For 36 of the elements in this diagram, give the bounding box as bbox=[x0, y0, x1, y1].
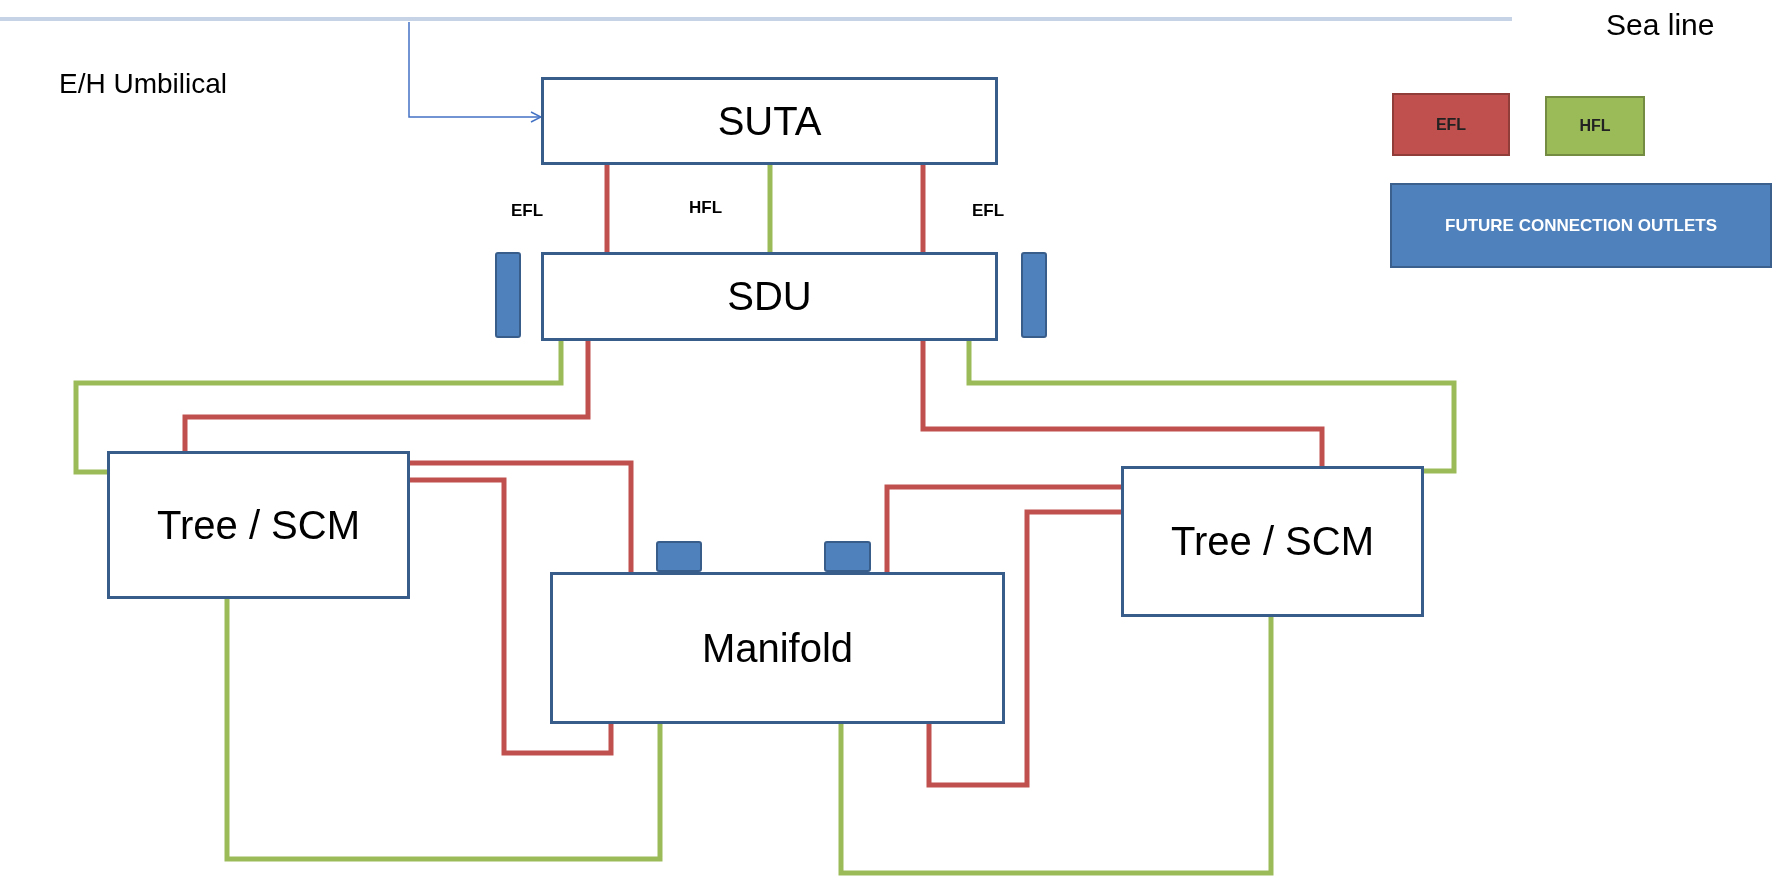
flying-lead bbox=[73, 341, 564, 475]
flying-lead bbox=[182, 341, 591, 451]
flying-lead bbox=[604, 165, 610, 252]
equipment-name: Manifold bbox=[701, 625, 854, 671]
umbilical-arrow bbox=[408, 21, 542, 123]
flying-lead bbox=[920, 165, 926, 252]
sea-line-label: Sea line bbox=[1606, 8, 1715, 42]
flying-lead bbox=[410, 477, 614, 756]
umbilical-label: E/H Umbilical bbox=[59, 68, 228, 100]
connection-outlet bbox=[824, 541, 871, 572]
flying-lead bbox=[767, 165, 773, 252]
equipment-box bbox=[541, 252, 998, 341]
equipment-name: Tree / SCM bbox=[157, 502, 360, 548]
flying-lead bbox=[966, 341, 1457, 474]
flying-lead bbox=[920, 341, 1325, 466]
equipment-name: Tree / SCM bbox=[1171, 519, 1374, 564]
equipment-name: SUTA bbox=[717, 98, 822, 144]
connection-outlet bbox=[656, 541, 702, 572]
equipment-box bbox=[541, 77, 998, 165]
legend-text: EFL bbox=[1434, 114, 1468, 135]
connection-outlet bbox=[1021, 252, 1047, 338]
equipment-box bbox=[550, 572, 1005, 724]
flying-lead-label: EFL bbox=[972, 201, 1005, 221]
flying-lead-label: EFL bbox=[511, 201, 544, 221]
legend-text: HFL bbox=[1578, 116, 1612, 136]
flying-lead bbox=[926, 509, 1121, 788]
equipment-name: SDU bbox=[727, 274, 812, 319]
flying-lead-label: HFL bbox=[689, 198, 723, 218]
flying-lead bbox=[884, 484, 1121, 572]
flying-lead bbox=[224, 599, 663, 862]
legend-text: FUTURE CONNECTION OUTLETS bbox=[1444, 214, 1718, 237]
flying-lead bbox=[410, 460, 634, 572]
flying-lead bbox=[838, 617, 1274, 876]
equipment-box bbox=[1121, 466, 1424, 617]
connection-outlet bbox=[495, 252, 521, 338]
equipment-box bbox=[107, 451, 410, 599]
